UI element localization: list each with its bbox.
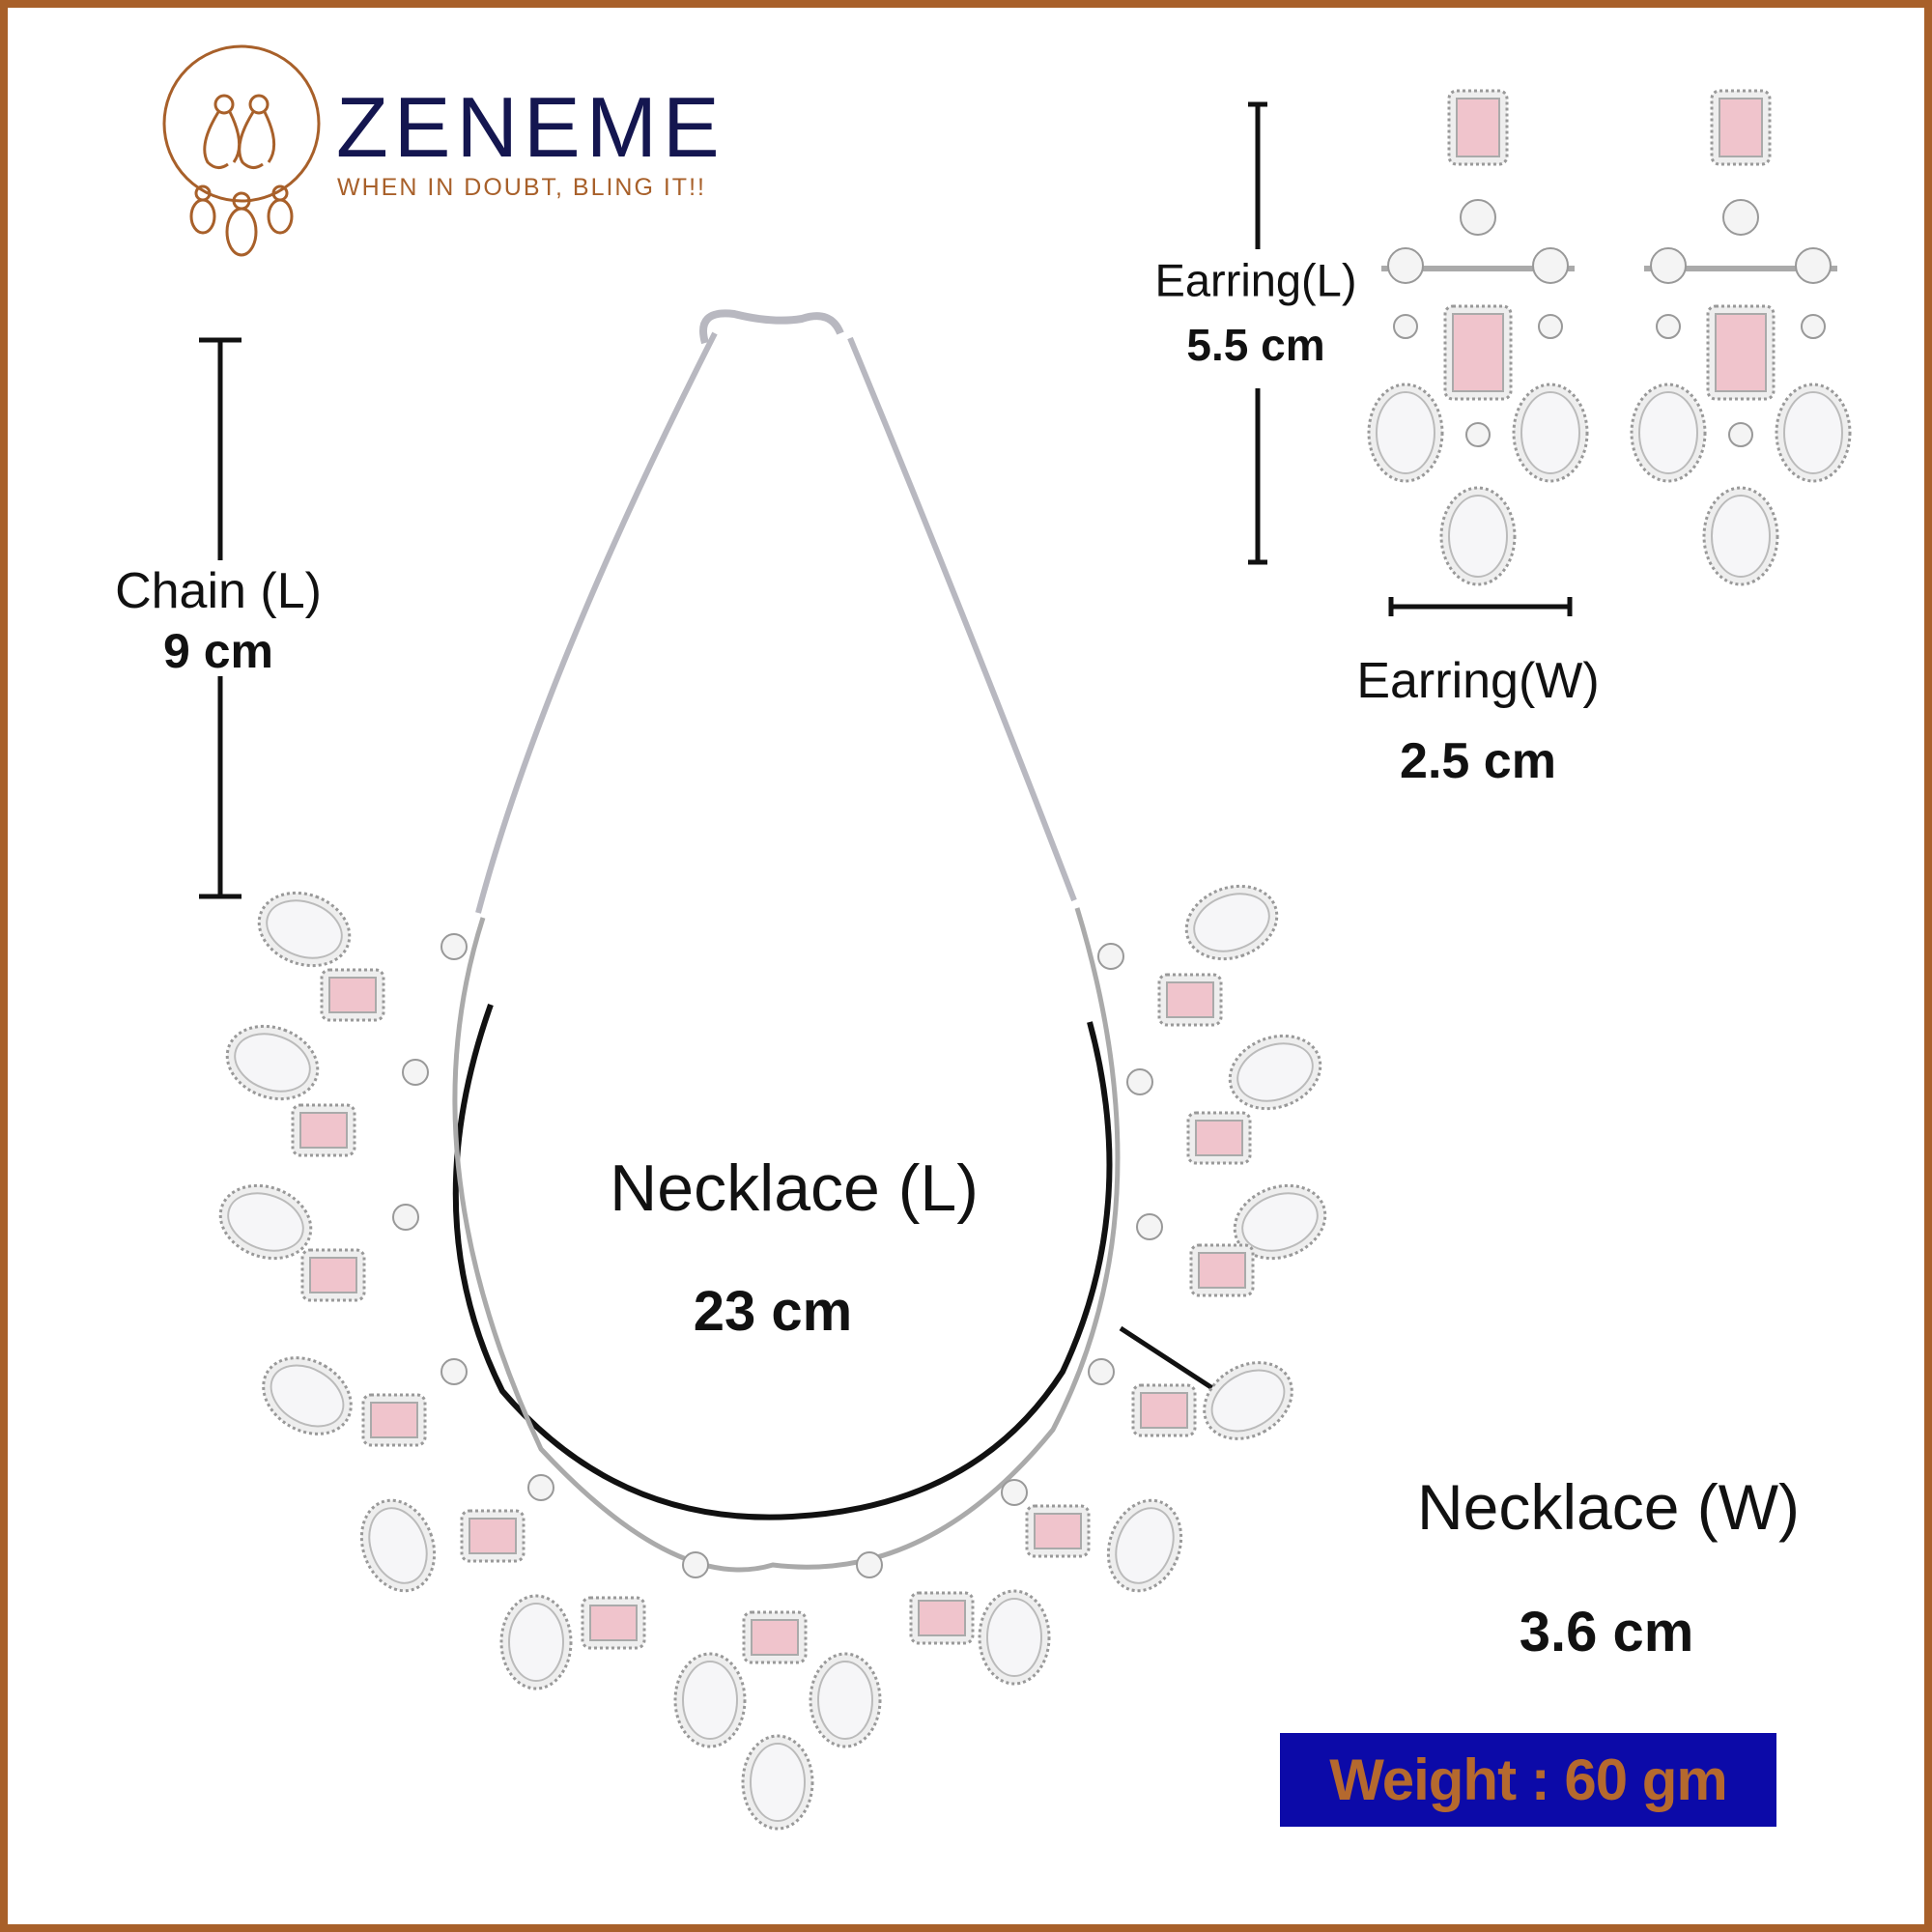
pink-stone-center [1166,981,1214,1018]
round-stone [1393,314,1418,339]
pink-stone-center [1195,1120,1243,1156]
earring-length-label: Earring(L) [1154,254,1357,306]
pink-stone-center [1452,313,1504,392]
round-stone [402,1059,429,1086]
necklace-width-value: 3.6 cm [1519,1601,1694,1663]
round-stone [1728,422,1753,447]
logo-icon [162,44,321,257]
teardrop-stone [1512,383,1589,483]
round-stone [1795,247,1832,284]
teardrop-stone [359,1498,437,1593]
round-stone [527,1474,554,1501]
necklace-frame [452,907,1121,1573]
chain-measure-line [199,337,242,899]
round-stone [1532,247,1569,284]
teardrop-stone [1367,383,1444,483]
round-stone [1538,314,1563,339]
teardrop-stone [1203,1361,1293,1440]
round-stone [440,1358,468,1385]
necklace-width-label: Necklace (W) [1416,1471,1801,1543]
teardrop-stone [1775,383,1852,483]
round-stone [1460,199,1496,236]
teardrop-stone [257,891,352,968]
necklace-length-label: Necklace (L) [610,1151,979,1225]
teardrop-stone [1184,884,1279,961]
teardrop-stone [1106,1498,1183,1593]
necklace-length-arc [452,1003,1113,1520]
teardrop-stone [978,1589,1051,1686]
pink-stone-center [1140,1392,1188,1429]
pink-stone-center [1034,1513,1082,1549]
chain-length-label: Chain (L) [115,563,322,619]
pink-stone-center [299,1112,348,1149]
teardrop-stone [809,1652,882,1748]
teardrop-stone [1233,1183,1327,1261]
round-stone [1126,1068,1153,1095]
round-stone [1136,1213,1163,1240]
chain-length-value: 9 cm [163,624,273,678]
round-stone [1001,1479,1028,1506]
round-stone [1097,943,1124,970]
earring-width-value: 2.5 cm [1400,733,1556,789]
pink-stone-center [370,1402,418,1438]
teardrop-stone [218,1183,313,1261]
brand-name: ZENEME [336,79,725,175]
pink-stone-center [309,1257,357,1293]
pink-stone-center [918,1600,966,1636]
chain [475,309,1077,914]
pink-stone-center [589,1605,638,1641]
teardrop-stone [1439,486,1517,586]
weight-text: Weight : 60 gm [1329,1747,1728,1812]
pink-stone-center [751,1619,799,1656]
brand-tagline: WHEN IN DOUBT, BLING IT!! [337,174,706,201]
round-stone [1656,314,1681,339]
round-stone [440,933,468,960]
teardrop-stone [741,1734,814,1831]
round-stone [1387,247,1424,284]
round-stone [392,1204,419,1231]
earring [1367,89,1589,586]
round-stone [1722,199,1759,236]
teardrop-stone [262,1356,353,1435]
teardrop-stone [1702,486,1779,586]
pink-stone-center [1719,98,1763,157]
teardrop-stone [673,1652,747,1748]
round-stone [1088,1358,1115,1385]
pink-stone-center [328,977,377,1013]
pink-stone-center [1198,1252,1246,1289]
measure-lines [199,101,1573,1520]
pink-stone-center [1456,98,1500,157]
earring-width-label: Earring(W) [1356,653,1600,709]
pink-stone-center [469,1518,517,1554]
necklace-length-value: 23 cm [693,1280,853,1343]
necklace-stones [218,884,1327,1831]
teardrop-stone [1630,383,1707,483]
round-stone [1801,314,1826,339]
earring-length-line [1248,101,1267,565]
earring-length-value: 5.5 cm [1186,320,1325,370]
round-stone [856,1551,883,1578]
round-stone [1650,247,1687,284]
weight-badge: Weight : 60 gm [1280,1733,1776,1827]
round-stone [1465,422,1491,447]
teardrop-stone [1228,1034,1322,1111]
teardrop-stone [499,1594,573,1690]
teardrop-stone [225,1024,320,1101]
round-stone [682,1551,709,1578]
pink-stone-center [1715,313,1767,392]
earring-width-line [1388,597,1573,616]
earrings [1367,89,1852,586]
earring [1630,89,1852,586]
